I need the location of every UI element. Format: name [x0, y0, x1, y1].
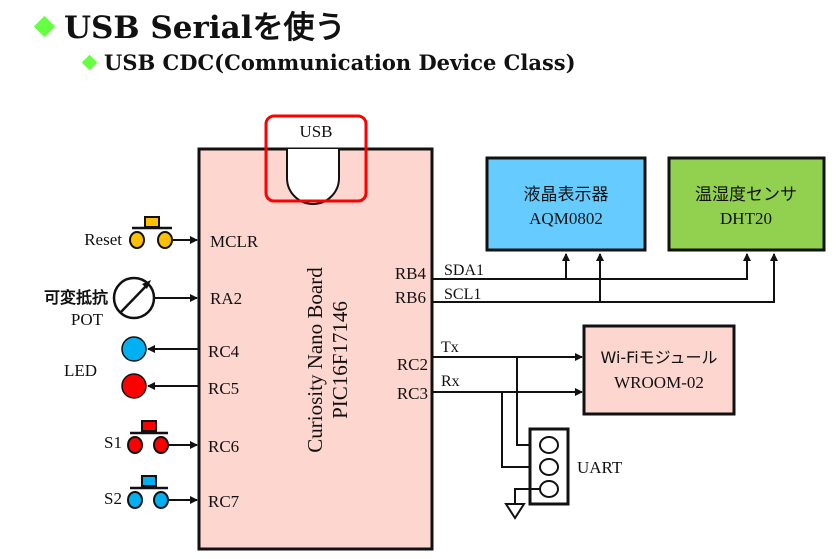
uart-pin-gnd	[539, 480, 559, 498]
lcd-name: 液晶表示器	[524, 185, 609, 205]
pin-rc4: RC4	[208, 342, 240, 361]
slide-title: USB Serialを使う	[33, 2, 346, 47]
slide-title-text: USB Serialを使う	[64, 10, 346, 46]
s2-button-icon	[127, 475, 169, 509]
usb-label: USB	[299, 122, 332, 141]
sda-bus	[432, 253, 751, 280]
uart-label: UART	[577, 458, 623, 477]
usb-highlight-box	[264, 114, 368, 203]
ground-icon	[504, 503, 526, 520]
uart-pin-tx	[539, 436, 559, 454]
sensor-module	[667, 156, 826, 252]
scl-bus	[432, 253, 778, 303]
pin-rb4: RB4	[395, 264, 427, 283]
led-blue-icon	[121, 336, 147, 362]
led-red-icon	[121, 373, 147, 399]
sensor-part: DHT20	[720, 209, 772, 228]
curiosity-nano-board	[197, 147, 434, 551]
wifi-module	[582, 324, 736, 416]
sda-label: SDA1	[444, 262, 484, 279]
usb-connector-icon	[286, 149, 340, 205]
pin-mclr: MCLR	[210, 232, 259, 251]
led-label: LED	[64, 361, 97, 380]
lcd-module	[485, 156, 647, 252]
pin-rb6: RB6	[395, 288, 426, 307]
rx-label: Rx	[441, 373, 460, 390]
pin-ra2: RA2	[210, 289, 242, 308]
scl-label: SCL1	[444, 286, 481, 303]
pin-rc7: RC7	[208, 492, 240, 511]
lcd-part: AQM0802	[529, 209, 603, 228]
reset-button-icon	[129, 216, 173, 249]
pot-label-jp: 可変抵抗	[44, 288, 108, 307]
slide-subtitle-text: USB CDC(Communication Device Class)	[104, 50, 576, 75]
tx-label: Tx	[441, 339, 459, 356]
s2-label: S2	[104, 489, 122, 508]
sensor-name: 温湿度センサ	[695, 185, 797, 205]
board-name: Curiosity Nano Board	[303, 267, 327, 453]
potentiometer-icon	[112, 276, 156, 320]
pin-rc5: RC5	[208, 379, 239, 398]
slide-subtitle: USB CDC(Communication Device Class)	[81, 50, 576, 75]
rx-uart-wire	[501, 392, 541, 471]
s1-button-icon	[127, 420, 169, 454]
s1-label: S1	[104, 433, 122, 452]
wifi-name: Wi-Fiモジュール	[600, 348, 717, 367]
uart-pin-rx	[539, 458, 559, 476]
pin-rc6: RC6	[208, 437, 239, 456]
pot-label: POT	[71, 310, 104, 329]
pin-rc3: RC3	[397, 384, 428, 403]
gnd-wire	[514, 488, 540, 504]
wifi-part: WROOM-02	[614, 373, 704, 392]
board-chip: PIC16F17146	[328, 301, 352, 419]
reset-label: Reset	[84, 230, 122, 249]
pin-rc2: RC2	[397, 355, 428, 374]
